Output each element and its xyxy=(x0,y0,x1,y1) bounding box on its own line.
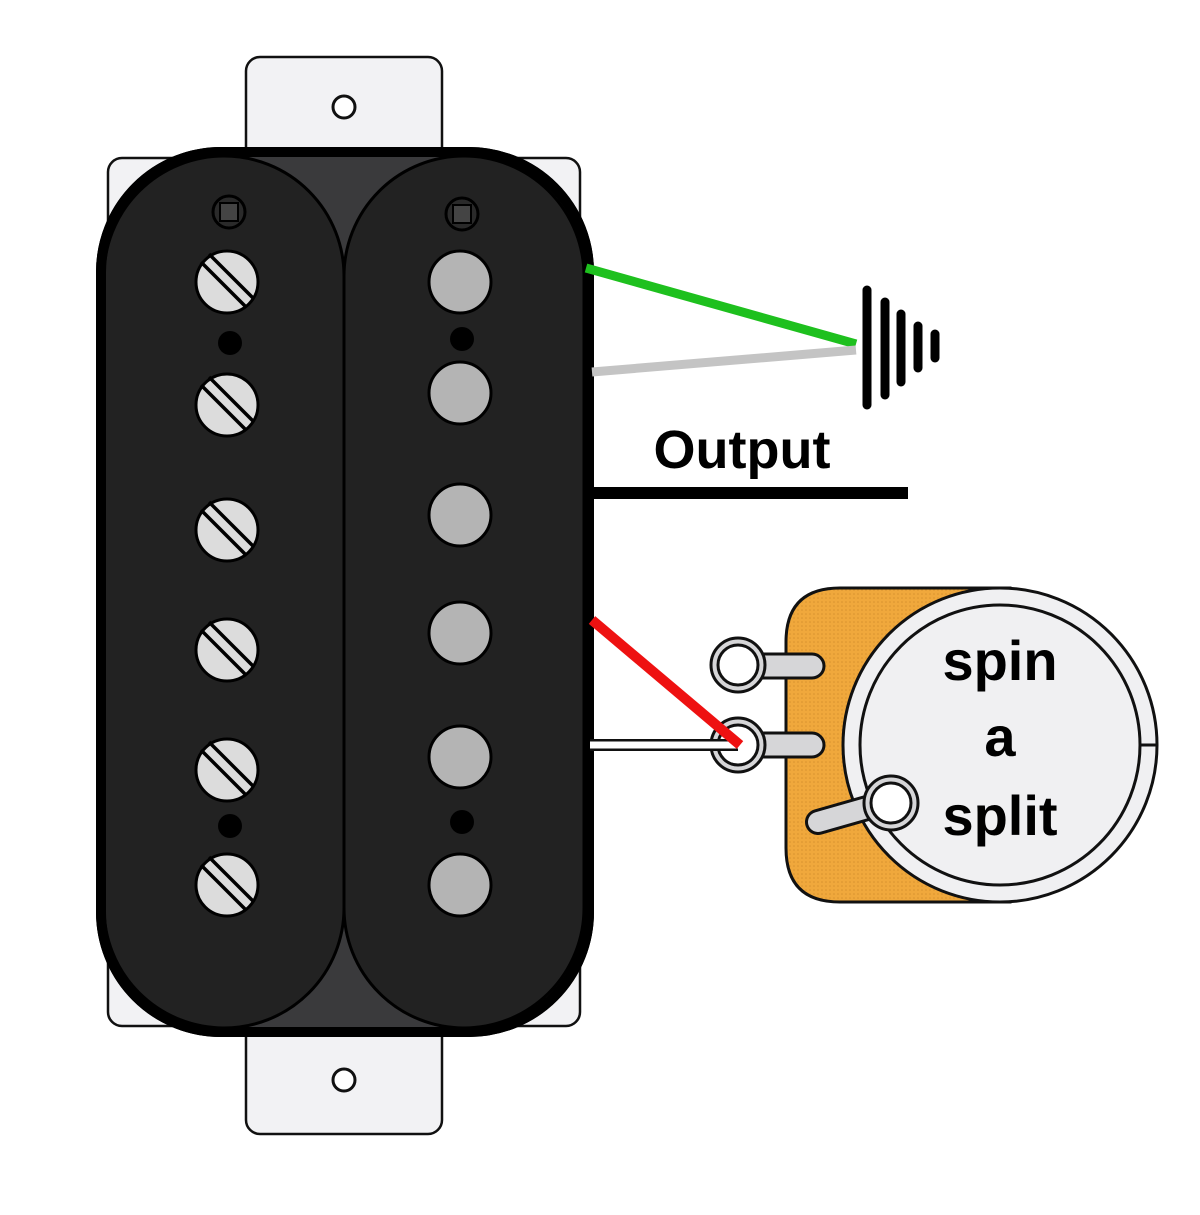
screw-pole-1 xyxy=(194,249,260,315)
adjust-nut-left xyxy=(211,194,247,230)
humbucker-pickup xyxy=(96,147,594,1037)
wire-bare xyxy=(591,345,857,377)
screw-pole-3 xyxy=(194,497,260,563)
coil-dot xyxy=(450,810,474,834)
potentiometer: spin a split xyxy=(709,586,1159,904)
slug-pole-2 xyxy=(427,360,493,426)
screw-pole-5 xyxy=(194,737,260,803)
mounting-hole-top xyxy=(331,94,357,120)
pot-label-line-3: split xyxy=(942,784,1057,847)
adjust-nut-right xyxy=(444,196,480,232)
pot-lug-1 xyxy=(709,636,826,694)
screw-pole-6 xyxy=(194,852,260,918)
screw-pole-2 xyxy=(194,372,260,438)
mounting-hole-bottom xyxy=(331,1067,357,1093)
screw-pole-4 xyxy=(194,617,260,683)
wire-green xyxy=(584,263,858,349)
slug-pole-5 xyxy=(427,724,493,790)
slug-pole-1 xyxy=(427,249,493,315)
ground-icon xyxy=(862,285,940,410)
output-label: Output xyxy=(654,420,831,480)
coil-dot xyxy=(218,814,242,838)
coil-dot xyxy=(218,331,242,355)
slug-pole-6 xyxy=(427,852,493,918)
pot-label-line-1: spin xyxy=(942,629,1057,692)
coil-dot xyxy=(450,327,474,351)
slug-pole-3 xyxy=(427,482,493,548)
wire-red xyxy=(588,616,744,749)
slug-pole-4 xyxy=(427,600,493,666)
pot-label-line-2: a xyxy=(984,705,1016,768)
pot-lug-3 xyxy=(805,774,920,835)
